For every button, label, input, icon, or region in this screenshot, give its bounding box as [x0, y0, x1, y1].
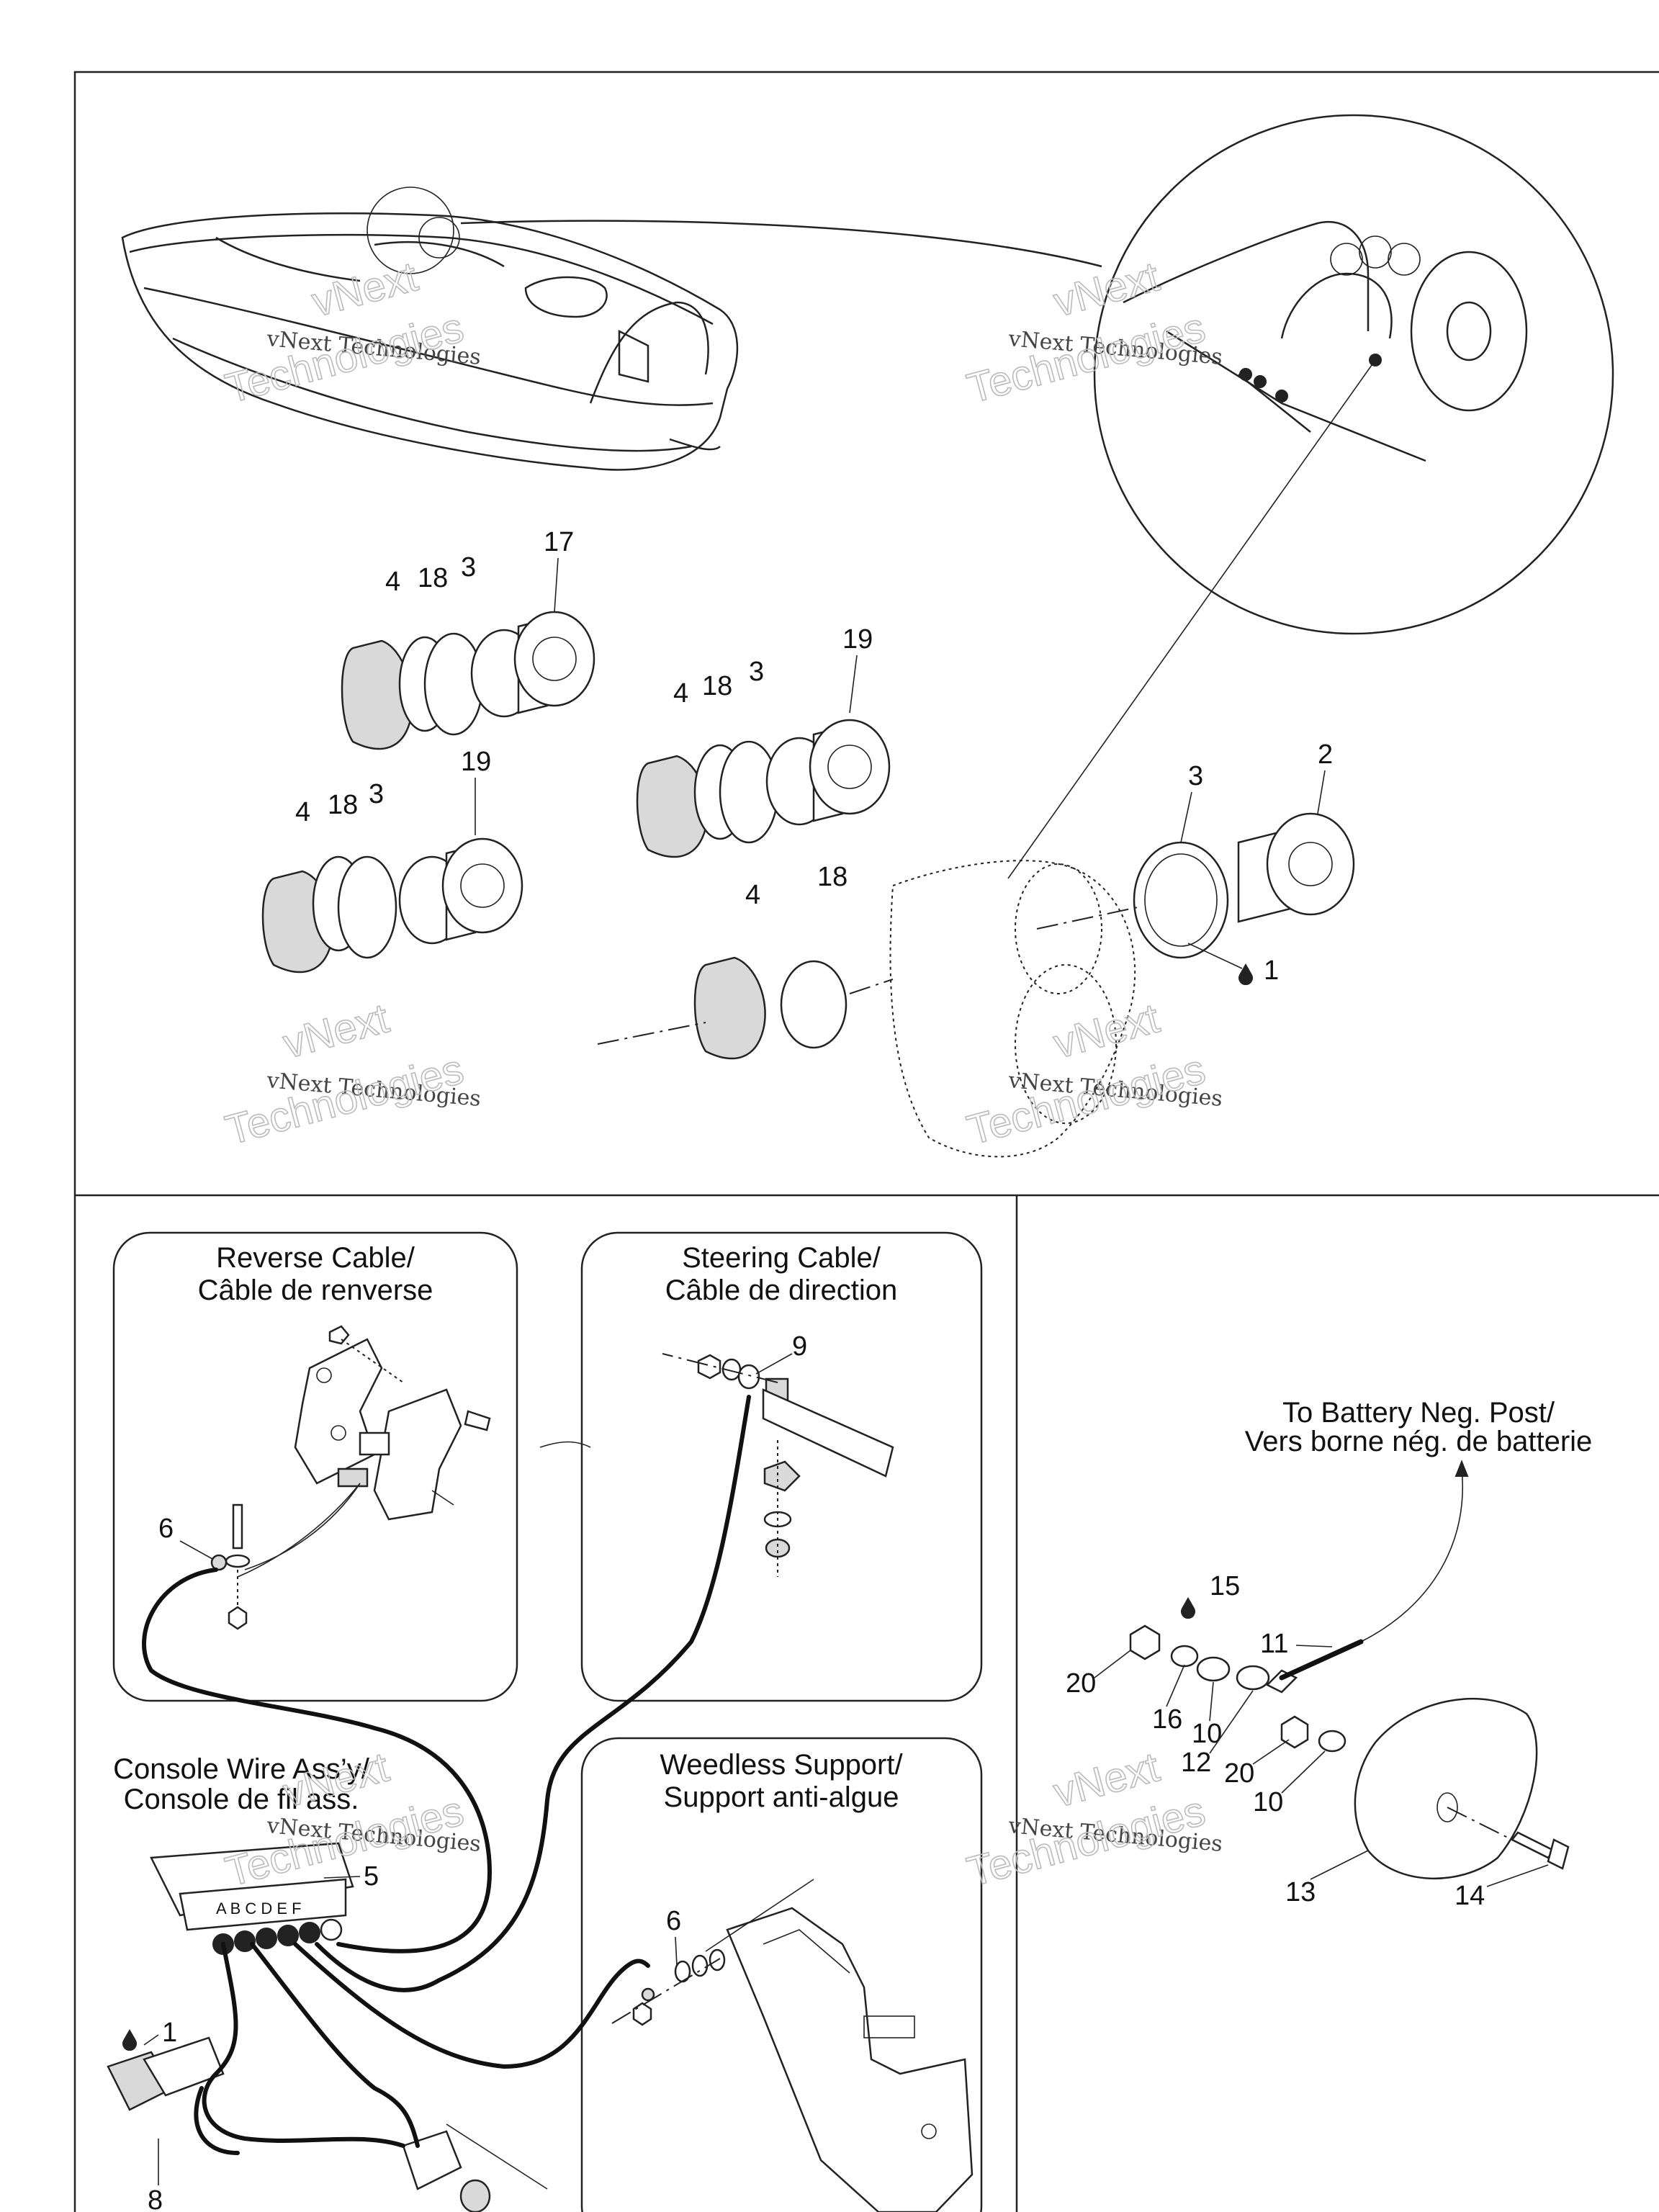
- callout-3c: 3: [369, 779, 384, 809]
- svg-text:vNext: vNext: [1049, 253, 1164, 325]
- callout-16: 16: [1152, 1704, 1182, 1735]
- steering-title-1: Steering Cable/: [682, 1242, 881, 1274]
- callout-20b: 20: [1224, 1758, 1254, 1789]
- steering-title-2: Câble de direction: [665, 1274, 897, 1306]
- console-title-2: Console de fil ass.: [124, 1784, 359, 1815]
- svg-text:vNext: vNext: [279, 994, 394, 1067]
- callout-19a: 19: [842, 624, 873, 655]
- callout-18c: 18: [328, 790, 358, 820]
- dash-panel-outline: [889, 860, 1136, 1158]
- svg-text:Technologies: Technologies: [963, 304, 1210, 412]
- connector-letters: A B C D E F: [216, 1899, 302, 1917]
- watermark-mid-right: vNext vNext Technologies Technologies: [962, 994, 1223, 1155]
- callout-3d: 3: [1188, 761, 1203, 791]
- watermark-top-right: vNext vNext Technologies Technologies: [962, 253, 1223, 413]
- callout-18a: 18: [418, 563, 448, 593]
- gauge-callouts: 17 4 18 3 19 4 18 3 19 4 18 3 4 18 3 2 1: [295, 527, 1333, 986]
- svg-text:Technologies: Technologies: [221, 304, 469, 412]
- callout-10b: 10: [1253, 1787, 1283, 1817]
- callout-8: 8: [148, 2185, 163, 2212]
- battery-title-1: To Battery Neg. Post/: [1282, 1397, 1555, 1429]
- weedless-title-2: Support anti-algue: [664, 1781, 899, 1813]
- watermark-mid-left: vNext vNext Technologies Technologies: [220, 994, 482, 1155]
- callout-13: 13: [1285, 1877, 1316, 1907]
- callout-6b: 6: [666, 1906, 681, 1936]
- steering-cable-panel: Steering Cable/ Câble de direction 9: [580, 1231, 983, 1702]
- gauge-assembly-19-left: [261, 837, 523, 974]
- callout-10a: 10: [1192, 1719, 1222, 1749]
- nut-ring-assembly: [597, 956, 894, 1060]
- boat-illustration: [121, 186, 1102, 471]
- weedless-title-1: Weedless Support/: [660, 1749, 903, 1781]
- callout-4b: 4: [673, 678, 688, 709]
- gauge-assembly-17: [341, 611, 595, 750]
- svg-text:Technologies: Technologies: [963, 1046, 1210, 1154]
- watermark-top-left: vNext vNext Technologies Technologies: [220, 253, 482, 413]
- callout-12: 12: [1181, 1748, 1211, 1778]
- callout-6a: 6: [158, 1514, 174, 1544]
- battery-ground-panel: To Battery Neg. Post/ Vers borne nég. de…: [1066, 1397, 1592, 1911]
- svg-text:vNext: vNext: [307, 253, 423, 325]
- wiring: [142, 1395, 751, 2155]
- reverse-title-1: Reverse Cable/: [216, 1242, 415, 1274]
- callout-18b: 18: [702, 671, 732, 701]
- callout-15: 15: [1210, 1571, 1240, 1601]
- svg-text:vNext: vNext: [1049, 994, 1164, 1067]
- callout-9: 9: [792, 1331, 807, 1362]
- reverse-cable-panel: Reverse Cable/ Câble de renverse 6: [112, 1231, 518, 1702]
- gauge-2-assembly: [1036, 812, 1355, 959]
- callout-2: 2: [1318, 739, 1333, 770]
- diagram-frame: [73, 71, 1659, 2212]
- console-title-1: Console Wire Ass’y/: [113, 1753, 370, 1785]
- callout-4d: 4: [745, 880, 760, 910]
- callout-1b: 1: [162, 2018, 177, 2048]
- weedless-support-panel: Weedless Support/ Support anti-algue 6: [580, 1737, 983, 2212]
- reverse-title-2: Câble de renverse: [198, 1274, 433, 1306]
- callout-4c: 4: [295, 797, 310, 827]
- callout-14: 14: [1455, 1881, 1485, 1911]
- svg-text:Technologies: Technologies: [221, 1046, 469, 1154]
- callout-3a: 3: [461, 552, 476, 583]
- callout-17: 17: [544, 527, 574, 557]
- callout-3b: 3: [749, 657, 764, 687]
- callout-18d: 18: [817, 862, 848, 892]
- battery-title-2: Vers borne nég. de batterie: [1245, 1426, 1593, 1457]
- callout-5: 5: [364, 1861, 379, 1892]
- callout-11: 11: [1260, 1629, 1288, 1659]
- callout-4a: 4: [385, 567, 400, 597]
- callout-19b: 19: [461, 747, 491, 777]
- callout-1a: 1: [1264, 956, 1279, 986]
- console-detail-circle: [1007, 114, 1614, 879]
- callout-20a: 20: [1066, 1668, 1096, 1699]
- gauge-assembly-19-right: [636, 719, 891, 858]
